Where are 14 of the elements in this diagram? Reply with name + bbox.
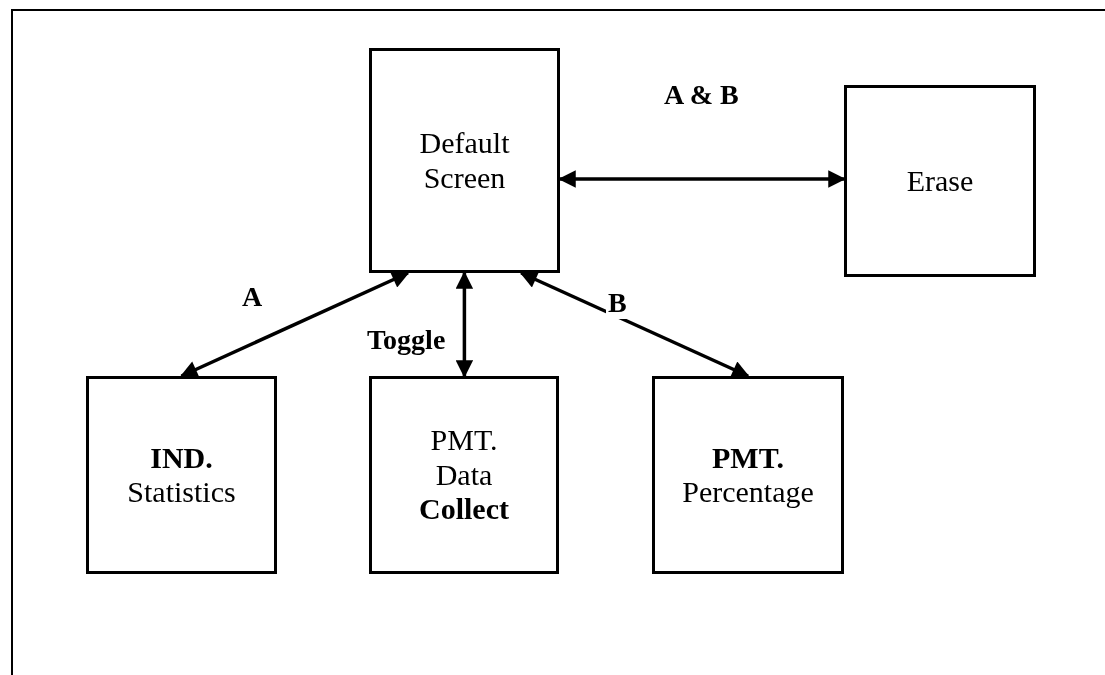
box-label: PMT. Percentage <box>681 439 815 510</box>
box-label: PMT. Data Collect <box>418 422 510 528</box>
process-box <box>369 376 559 574</box>
box-label: Default Screen <box>418 125 511 196</box>
double-arrow <box>519 271 750 378</box>
box-label: IND. Statistics <box>126 439 237 510</box>
process-box <box>369 48 560 273</box>
process-box <box>86 376 277 574</box>
double-arrow <box>455 271 474 378</box>
double-arrow <box>179 271 410 378</box>
double-arrow <box>558 170 846 188</box>
box-label: Erase <box>905 162 975 199</box>
process-box <box>844 85 1036 277</box>
process-box <box>652 376 844 574</box>
